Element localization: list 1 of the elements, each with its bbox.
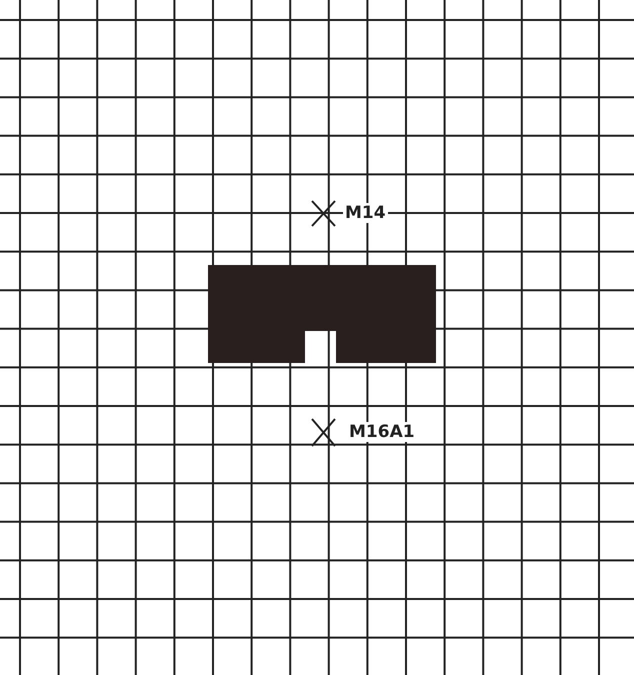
target-label: M14 [343,203,388,223]
